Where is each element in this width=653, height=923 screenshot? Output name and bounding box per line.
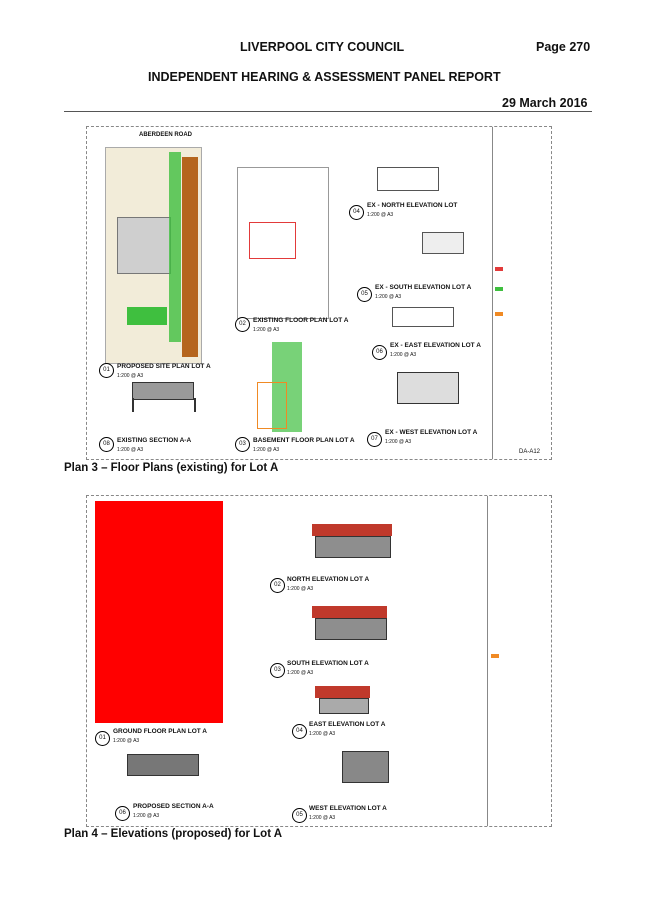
view-number: 05 — [292, 808, 307, 823]
view-title: EX - NORTH ELEVATION LOT — [367, 202, 458, 209]
basement-footprint — [257, 382, 287, 429]
view-scale: 1:200 @ A3 — [385, 439, 412, 445]
view-scale: 1:200 @ A3 — [309, 815, 336, 821]
view-number: 02 — [235, 317, 250, 332]
west-elevation-house — [342, 751, 389, 783]
council-name: LIVERPOOL CITY COUNCIL — [240, 40, 405, 54]
view-scale: 1:200 @ A3 — [253, 327, 280, 333]
south-elevation-house — [422, 232, 464, 254]
north-elevation-roof — [312, 524, 392, 536]
section-building — [132, 382, 194, 400]
east-elevation-walls — [319, 698, 369, 714]
north-elevation-house — [377, 167, 439, 191]
plan4-drawing-sheet: 01 GROUND FLOOR PLAN LOT A 1:200 @ A3 06… — [86, 495, 552, 827]
view-title: EXISTING FLOOR PLAN LOT A — [253, 317, 349, 324]
view-scale: 1:200 @ A3 — [367, 212, 394, 218]
view-title: PROPOSED SECTION A-A — [133, 803, 214, 810]
view-scale: 1:200 @ A3 — [253, 447, 280, 453]
east-elevation-roof — [315, 686, 370, 698]
legend-swatch-orange — [495, 312, 503, 316]
report-title: INDEPENDENT HEARING & ASSESSMENT PANEL R… — [148, 70, 501, 84]
floor-plan-boundary — [237, 167, 329, 319]
south-elevation-roof — [312, 606, 387, 618]
view-number: 01 — [95, 731, 110, 746]
view-number: 05 — [357, 287, 372, 302]
east-elevation-house — [392, 307, 454, 327]
view-title: GROUND FLOOR PLAN LOT A — [113, 728, 208, 735]
plan3-caption: Plan 3 – Floor Plans (existing) for Lot … — [64, 462, 279, 474]
view-scale: 1:200 @ A3 — [113, 738, 140, 744]
view-number: 07 — [367, 432, 382, 447]
section-building — [127, 754, 199, 776]
title-block — [487, 496, 551, 826]
view-number: 08 — [99, 437, 114, 452]
sheet-number: DA-A12 — [519, 449, 541, 455]
view-scale: 1:200 @ A3 — [117, 373, 144, 379]
driveway-strip — [182, 157, 198, 357]
view-scale: 1:200 @ A3 — [309, 731, 336, 737]
legend-swatch-red — [495, 267, 503, 271]
floor-plan-rooms — [249, 222, 296, 259]
view-title: NORTH ELEVATION LOT A — [287, 576, 370, 583]
legend-swatch-green — [495, 287, 503, 291]
view-title: WEST ELEVATION LOT A — [309, 805, 387, 812]
view-scale: 1:200 @ A3 — [287, 670, 314, 676]
view-number: 04 — [292, 724, 307, 739]
view-title: EX - WEST ELEVATION LOT A — [385, 429, 478, 436]
plan3-drawing-sheet: ABERDEEN ROAD 01 PROPOSED SITE PLAN LOT … — [86, 126, 552, 460]
view-number: 01 — [99, 363, 114, 378]
west-elevation-house — [397, 372, 459, 404]
view-title: EX - EAST ELEVATION LOT A — [390, 342, 481, 349]
header-rule — [64, 111, 592, 112]
page-number: Page 270 — [536, 40, 591, 54]
existing-house-footprint — [117, 217, 171, 274]
north-elevation-walls — [315, 536, 391, 558]
plan4-caption: Plan 4 – Elevations (proposed) for Lot A — [64, 828, 283, 840]
road-label: ABERDEEN ROAD — [139, 132, 193, 138]
basement-landscape — [272, 342, 302, 432]
view-scale: 1:200 @ A3 — [133, 813, 160, 819]
view-title: BASEMENT FLOOR PLAN LOT A — [253, 437, 355, 444]
view-title: SOUTH ELEVATION LOT A — [287, 660, 369, 667]
landscape-area — [127, 307, 167, 325]
report-date: 29 March 2016 — [502, 96, 588, 110]
view-scale: 1:200 @ A3 — [117, 447, 144, 453]
view-number: 03 — [270, 663, 285, 678]
view-scale: 1:200 @ A3 — [287, 586, 314, 592]
title-block — [492, 127, 551, 459]
landscape-strip — [169, 152, 181, 342]
view-title: PROPOSED SITE PLAN LOT A — [117, 363, 211, 370]
legend-swatch-orange — [491, 654, 499, 658]
redacted-floor-plan — [95, 501, 223, 723]
view-number: 03 — [235, 437, 250, 452]
view-number: 02 — [270, 578, 285, 593]
view-number: 04 — [349, 205, 364, 220]
view-title: EX - SOUTH ELEVATION LOT A — [375, 284, 472, 291]
south-elevation-walls — [315, 618, 387, 640]
view-number: 06 — [372, 345, 387, 360]
view-scale: 1:200 @ A3 — [375, 294, 402, 300]
view-scale: 1:200 @ A3 — [390, 352, 417, 358]
view-title: EAST ELEVATION LOT A — [309, 721, 386, 728]
section-piers — [132, 398, 196, 412]
view-number: 06 — [115, 806, 130, 821]
view-title: EXISTING SECTION A-A — [117, 437, 192, 444]
